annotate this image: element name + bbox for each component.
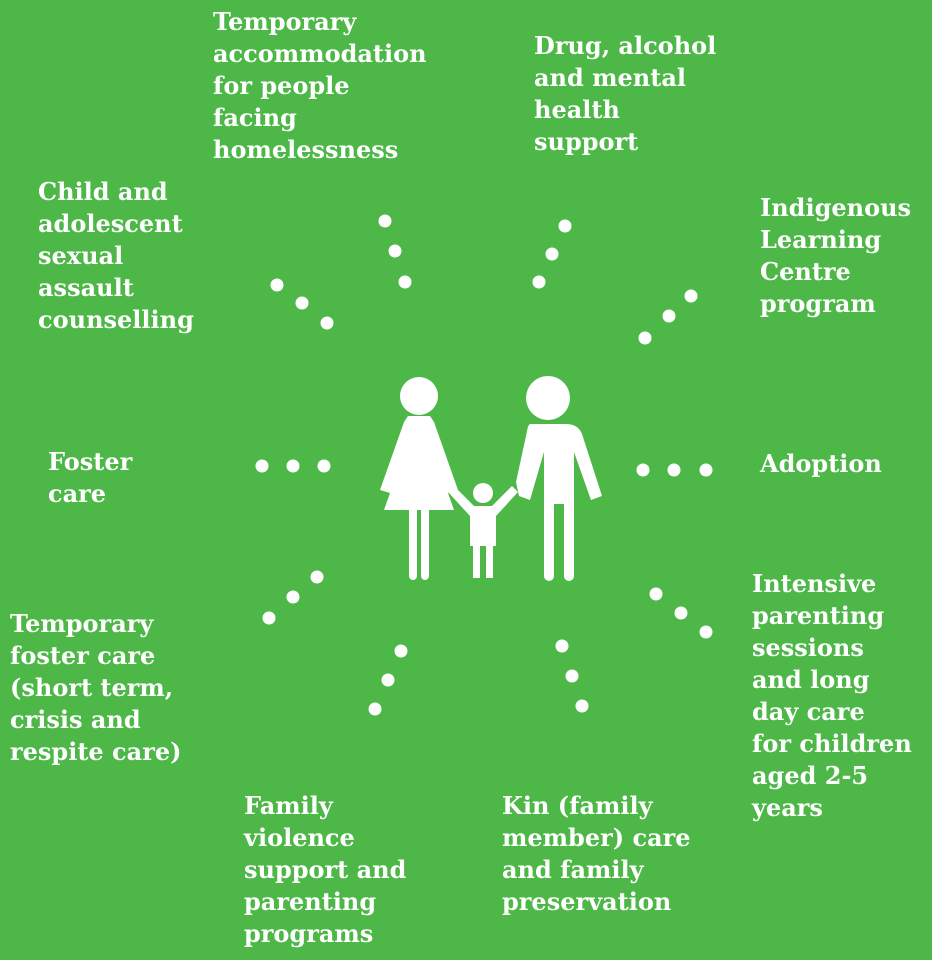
family-icon	[380, 376, 602, 581]
connector-dot	[558, 219, 572, 233]
service-label-adoption: Adoption	[760, 449, 882, 478]
child-body	[448, 486, 518, 578]
service-label-family-violence-support: Family violence support and parenting pr…	[244, 791, 407, 948]
connector-dot	[310, 570, 324, 584]
connector-dot	[662, 309, 676, 323]
connector-dot	[286, 459, 300, 473]
connector-dot	[636, 463, 650, 477]
service-label-foster-care: Foster care	[48, 447, 133, 508]
connector-dot	[320, 316, 334, 330]
service-label-temporary-accommodation: Temporary accommodation for people facin…	[213, 7, 427, 164]
service-label-indigenous-learning-centre: Indigenous Learning Centre program	[760, 193, 912, 318]
service-label-intensive-parenting: Intensive parenting sessions and long da…	[752, 569, 912, 822]
connector-dot	[699, 625, 713, 639]
connector-dot	[649, 587, 663, 601]
connector-dot	[555, 639, 569, 653]
connector-dot	[255, 459, 269, 473]
connector-dot	[638, 331, 652, 345]
connector-dot	[378, 214, 392, 228]
service-label-temporary-foster-care: Temporary foster care (short term, crisi…	[10, 609, 182, 766]
connector-dot	[545, 247, 559, 261]
connector-dot	[575, 699, 589, 713]
man-body	[516, 424, 602, 581]
man-head	[526, 376, 570, 420]
connector-dot	[565, 669, 579, 683]
woman-head	[400, 377, 438, 415]
connector-dot	[674, 606, 688, 620]
connector-dot	[270, 278, 284, 292]
woman-body	[380, 416, 458, 580]
connector-dot	[398, 275, 412, 289]
connector-dot	[381, 673, 395, 687]
connector-dot	[394, 644, 408, 658]
service-label-drug-alcohol-mental-health: Drug, alcohol and mental health support	[534, 31, 717, 156]
connector-dot	[684, 289, 698, 303]
connector-dot	[295, 296, 309, 310]
service-label-child-adolescent-counselling: Child and adolescent sexual assault coun…	[38, 177, 194, 334]
connector-dot	[262, 611, 276, 625]
connector-dot	[368, 702, 382, 716]
connector-dot	[388, 244, 402, 258]
service-label-kin-care: Kin (family member) care and family pres…	[502, 791, 691, 916]
connector-dot	[667, 463, 681, 477]
connector-dot	[532, 275, 546, 289]
connector-dot	[317, 459, 331, 473]
child-head	[473, 483, 493, 503]
connector-dot	[699, 463, 713, 477]
connector-dot	[286, 590, 300, 604]
